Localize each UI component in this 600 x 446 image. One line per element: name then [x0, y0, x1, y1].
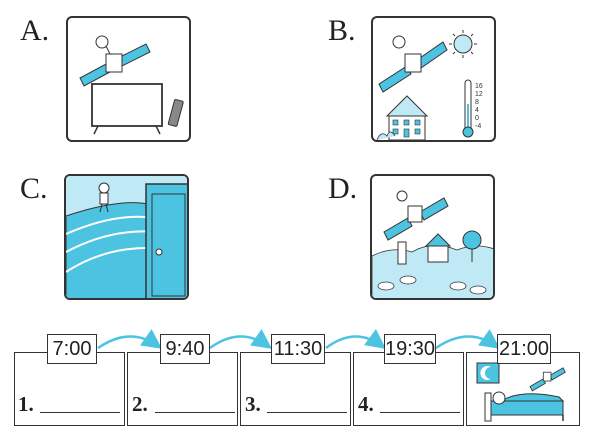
- moon-icon: [476, 362, 500, 384]
- weather-satellite-illustration: 16 12 8 4 0 -4: [376, 30, 483, 140]
- bed-icon: [484, 391, 565, 422]
- thermo-tick-16: 16: [475, 83, 483, 90]
- satellite-tv-illustration: [79, 35, 184, 135]
- answer-blank-2[interactable]: [155, 412, 235, 413]
- option-b-picture[interactable]: 16 12 8 4 0 -4: [371, 16, 496, 142]
- thermo-tick-8: 8: [475, 99, 479, 106]
- timeline-arrows: [97, 329, 501, 350]
- remote-control-icon: [167, 99, 184, 127]
- thermo-tick-0: 0: [475, 115, 479, 122]
- slot-3-label: 3.: [245, 392, 261, 416]
- door-icon: [145, 183, 187, 298]
- building-icon: [376, 95, 429, 140]
- satellite-icon: [529, 367, 566, 392]
- tv-icon: [91, 83, 163, 135]
- option-d-picture[interactable]: [370, 174, 495, 300]
- slot-2-label: 2.: [132, 392, 148, 416]
- person-icon: [98, 182, 110, 213]
- thermo-tick-neg4: -4: [475, 123, 481, 130]
- farm-icon: [372, 230, 493, 298]
- satellite-icon: [383, 190, 449, 241]
- time-5: 21:00: [497, 334, 551, 364]
- option-c-letter: C.: [20, 172, 48, 205]
- option-c-picture[interactable]: [64, 174, 189, 300]
- time-3: 11:30: [271, 334, 325, 364]
- thermometer-icon: [462, 79, 474, 138]
- time-2: 9:40: [160, 334, 210, 364]
- satellite-icon: [378, 35, 448, 93]
- answer-blank-1[interactable]: [40, 412, 120, 413]
- option-a-picture[interactable]: [66, 16, 191, 142]
- arrow-2: [209, 329, 273, 350]
- answer-slot-1[interactable]: [14, 352, 125, 426]
- arrow-3: [325, 329, 387, 349]
- option-a-letter: A.: [20, 14, 50, 47]
- arrow-1: [97, 329, 163, 350]
- time-4: 19:30: [384, 334, 436, 364]
- sleeping-illustration: [476, 362, 566, 422]
- answer-blank-3[interactable]: [267, 412, 347, 413]
- farm-satellite-illustration: [372, 190, 493, 298]
- satellite-icon: [79, 35, 151, 87]
- stadium-illustration: [66, 176, 187, 298]
- thermo-tick-4: 4: [475, 107, 479, 114]
- sun-icon: [449, 30, 477, 58]
- answer-blank-4[interactable]: [380, 412, 460, 413]
- slot-1-label: 1.: [18, 392, 34, 416]
- arrow-4: [435, 329, 501, 350]
- answer-slot-2[interactable]: [127, 352, 238, 426]
- option-d-letter: D.: [328, 172, 358, 205]
- final-picture-slot: [466, 352, 580, 426]
- option-b-letter: B.: [328, 14, 356, 47]
- time-1: 7:00: [47, 334, 97, 364]
- thermo-tick-12: 12: [475, 91, 483, 98]
- slot-4-label: 4.: [358, 392, 374, 416]
